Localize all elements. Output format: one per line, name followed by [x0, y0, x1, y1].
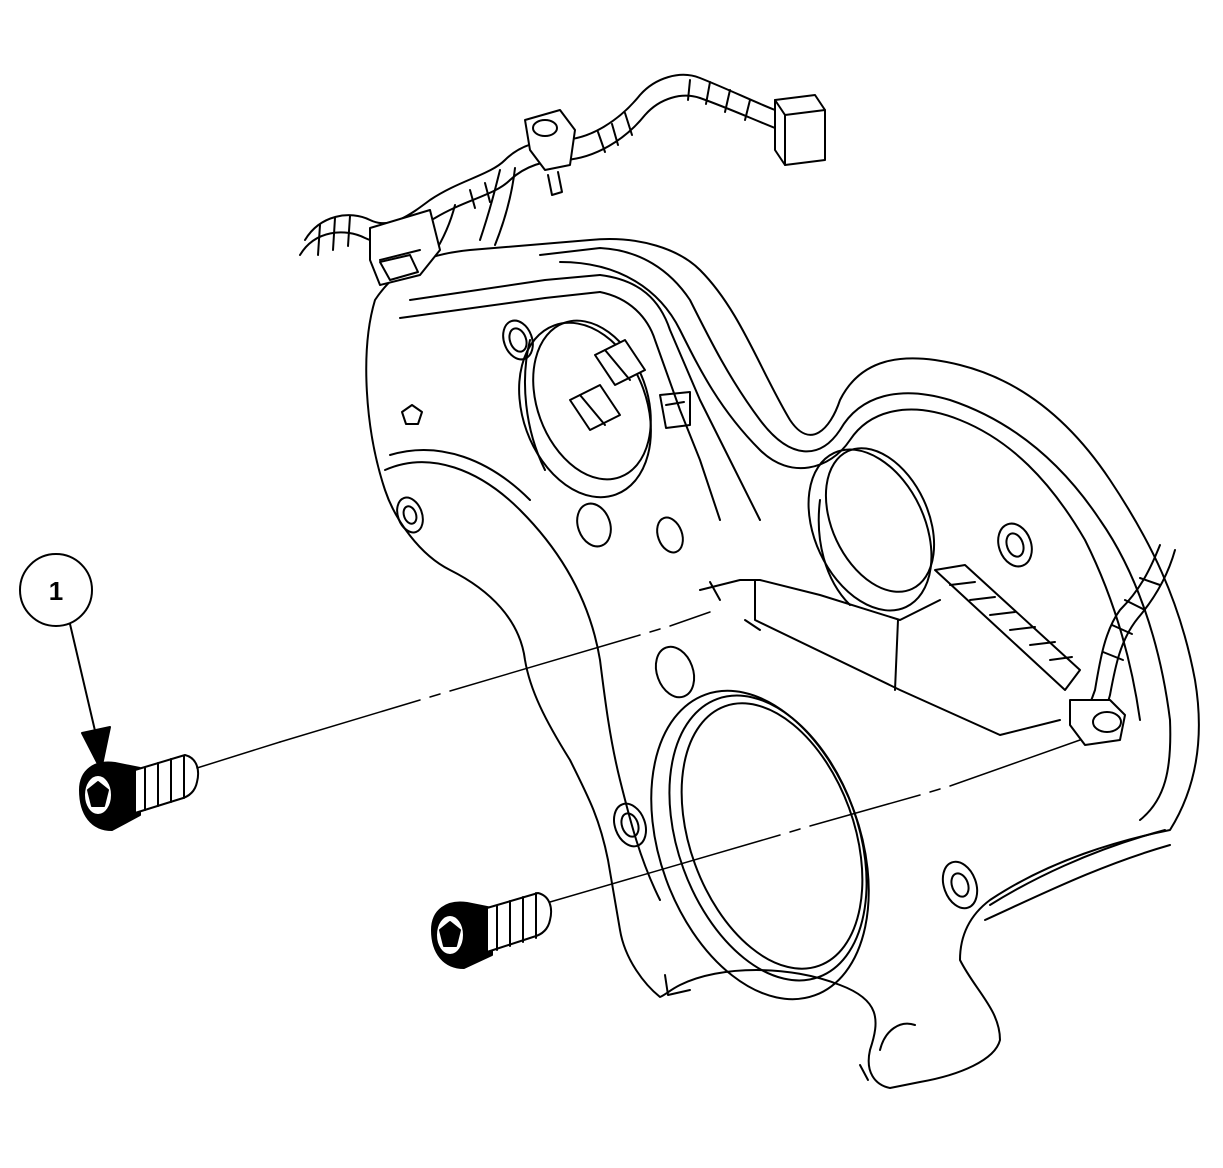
upper-left-boss [518, 319, 652, 499]
mounting-holes [396, 319, 1033, 910]
harness-clip-middle [659, 391, 691, 429]
wiring-harness [299, 73, 1176, 746]
timing-cover [365, 238, 1200, 1089]
alignment-lines [196, 611, 1081, 903]
bolt-lower [431, 892, 553, 969]
harness-clips-right [934, 564, 1081, 691]
callout-1 [19, 553, 111, 771]
center-recess [699, 579, 1061, 736]
bolt-upper [79, 754, 200, 831]
callout-number: 1 [49, 576, 63, 606]
right-boss [807, 447, 936, 612]
lower-center-seal [650, 689, 870, 1001]
